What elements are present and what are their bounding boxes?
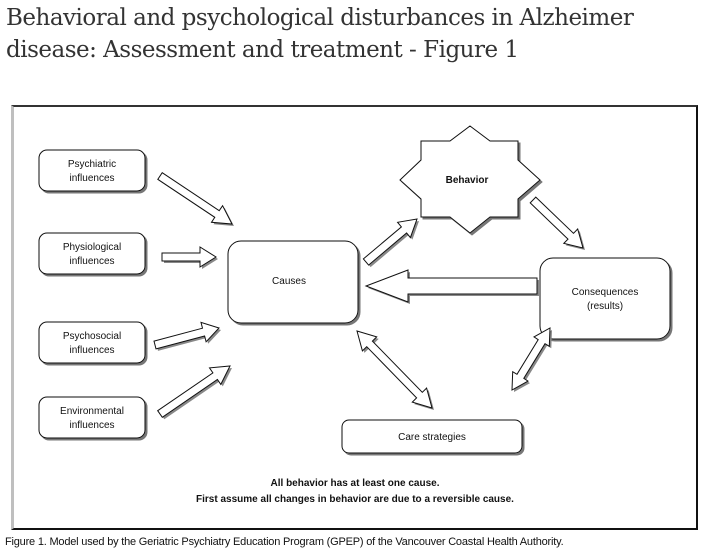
behavior-star: Behavior	[399, 125, 541, 234]
arrow-psychosocial-to-causes	[153, 321, 220, 350]
physiological-influences-box: Physiological influences	[38, 232, 146, 275]
arrow-causes-to-behavior	[362, 218, 418, 266]
consequences-box: Consequences (results)	[539, 257, 671, 340]
note-line-2: First assume all changes in behavior are…	[196, 494, 514, 505]
box-label: influences	[69, 345, 114, 356]
note-line-1: All behavior has at least one cause.	[271, 478, 440, 489]
box-label: influences	[69, 420, 114, 431]
box-label: (results)	[587, 301, 623, 312]
box-label: influences	[69, 173, 114, 184]
arrow-environmental-to-causes	[157, 365, 231, 418]
box-label: Environmental	[60, 406, 124, 417]
psychosocial-influences-box: Psychosocial influences	[38, 321, 146, 364]
arrow-physiological-to-causes	[161, 246, 217, 268]
figure-caption: Figure 1. Model used by the Geriatric Ps…	[5, 536, 564, 548]
box-label: Care strategies	[398, 432, 466, 443]
box-label: Psychiatric	[68, 159, 116, 170]
causes-box: Causes	[227, 240, 359, 324]
box-label: Causes	[272, 276, 306, 287]
arrows-layer	[153, 172, 585, 420]
arrow-consequences-care-strategies	[511, 327, 551, 391]
care-strategies-box: Care strategies	[341, 419, 523, 454]
arrow-behavior-to-consequences	[529, 196, 584, 249]
arrow-consequences-to-causes	[364, 269, 538, 303]
box-label: Physiological	[63, 242, 121, 253]
box-label: influences	[69, 256, 114, 267]
psychiatric-influences-box: Psychiatric influences	[38, 149, 146, 192]
box-label: Psychosocial	[63, 331, 121, 342]
arrow-psychiatric-to-causes	[157, 172, 233, 225]
arrow-causes-care-strategies	[356, 330, 433, 409]
box-label: Consequences	[572, 287, 639, 298]
page-title: Behavioral and psychological disturbance…	[6, 5, 634, 63]
environmental-influences-box: Environmental influences	[38, 396, 146, 439]
box-label: Behavior	[446, 175, 489, 186]
